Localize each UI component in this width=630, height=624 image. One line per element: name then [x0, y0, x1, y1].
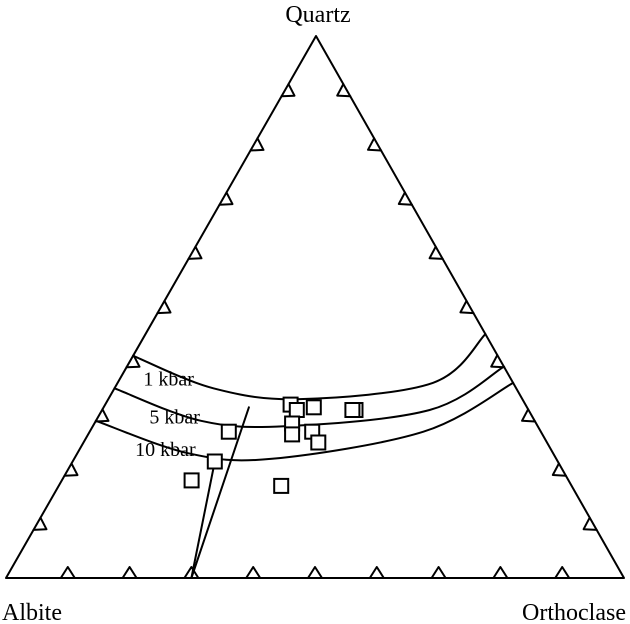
- isobar-label-2: 5 kbar: [149, 407, 200, 429]
- tick-left-3: [218, 191, 234, 206]
- tick-bottom-8: [492, 566, 509, 579]
- triangle-frame: [5, 35, 625, 579]
- tick-marks: [32, 83, 598, 579]
- isobar-label-3: 10 kbar: [135, 439, 196, 461]
- tick-bottom-6: [368, 566, 385, 579]
- isobar-label-1: 1 kbar: [143, 369, 194, 391]
- tick-left-4: [187, 245, 203, 260]
- tick-left-9: [32, 516, 48, 531]
- sample-point-5: [344, 402, 361, 418]
- tick-right-1: [582, 516, 598, 531]
- sample-point-13: [273, 477, 290, 494]
- tick-right-4: [490, 354, 506, 369]
- tick-right-6: [428, 245, 444, 260]
- tick-right-7: [397, 191, 413, 206]
- tick-bottom-7: [430, 566, 447, 579]
- tick-right-5: [459, 299, 475, 315]
- tick-left-2: [249, 137, 265, 152]
- tick-right-2: [551, 462, 567, 477]
- sample-point-7: [284, 426, 301, 443]
- tick-right-3: [521, 408, 537, 423]
- tick-bottom-1: [59, 566, 76, 579]
- vertex-label-quartz: Quartz: [285, 2, 350, 28]
- sample-point-11: [206, 453, 223, 470]
- tie-lines: [190, 406, 250, 579]
- tick-right-9: [336, 83, 352, 98]
- sample-points: [183, 396, 364, 494]
- tick-left-6: [125, 354, 141, 369]
- isobar-curve-3: [94, 381, 515, 462]
- sample-point-12: [183, 472, 200, 489]
- tick-bottom-3: [183, 566, 200, 579]
- vertex-label-albite: Albite: [2, 600, 62, 624]
- tick-right-8: [367, 137, 383, 152]
- tick-bottom-5: [307, 566, 323, 579]
- tick-bottom-2: [121, 566, 138, 579]
- sample-point-3: [305, 399, 322, 416]
- tick-bottom-9: [554, 566, 571, 579]
- tie-line-2: [190, 460, 216, 579]
- sample-point-2: [288, 402, 305, 418]
- sample-point-9: [310, 434, 327, 451]
- sample-point-10: [220, 423, 237, 440]
- tick-left-1: [280, 83, 296, 98]
- tie-line-1: [190, 406, 250, 579]
- isobar-curve-1: [132, 333, 487, 401]
- tick-left-5: [156, 299, 172, 315]
- vertex-label-orthoclase: Orthoclase: [522, 600, 626, 624]
- triangle-outline: [5, 35, 625, 579]
- tick-bottom-4: [245, 566, 262, 579]
- tick-left-8: [63, 462, 79, 477]
